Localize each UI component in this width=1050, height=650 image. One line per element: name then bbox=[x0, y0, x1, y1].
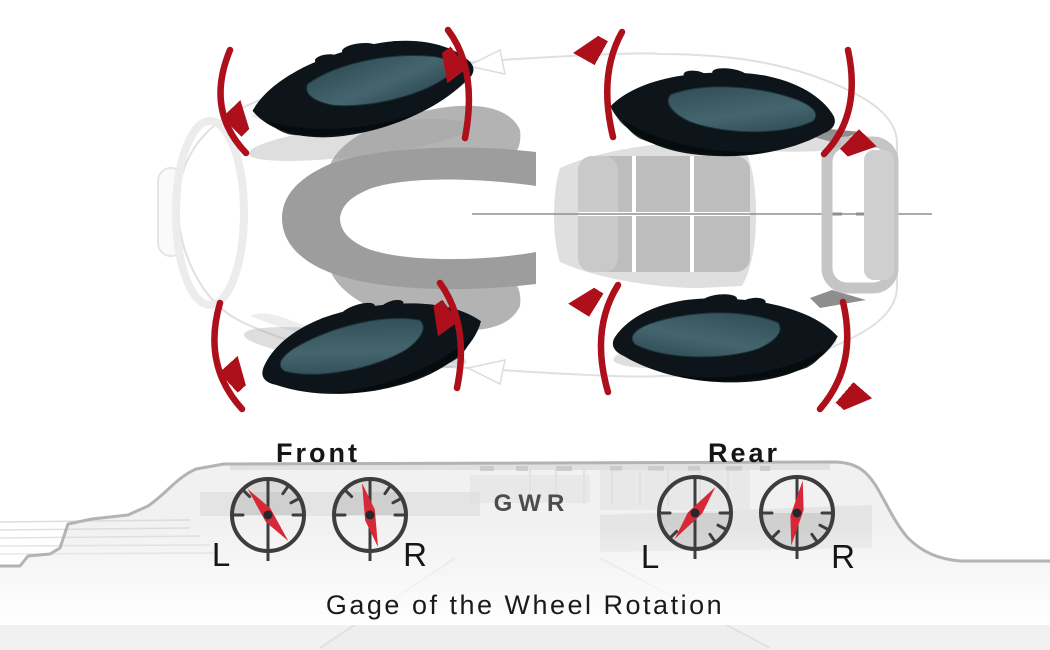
gauge-front-right bbox=[332, 477, 408, 561]
cockpit-graphic bbox=[282, 147, 536, 290]
gauge-rear-right bbox=[759, 475, 835, 559]
front-left-label: L bbox=[211, 536, 231, 573]
gauge-front-left bbox=[230, 477, 306, 561]
front-right-label: R bbox=[403, 536, 427, 573]
rear-left-label: L bbox=[640, 538, 660, 575]
backdrop-marks bbox=[480, 466, 770, 471]
backdrop-curve bbox=[0, 460, 1050, 568]
rotation-arrows bbox=[211, 26, 852, 413]
car-illustration bbox=[157, 29, 932, 426]
arrow-rear-left-up bbox=[607, 28, 626, 141]
arrow-front-right-down bbox=[211, 299, 242, 413]
arrow-rear-left-down bbox=[820, 46, 852, 154]
diagram-caption: Gage of the Wheel Rotation bbox=[325, 590, 725, 620]
arrow-rear-right-up bbox=[601, 285, 622, 396]
front-label: Front bbox=[276, 438, 360, 468]
rear-label: Rear bbox=[707, 438, 781, 468]
arrow-front-right-up bbox=[440, 279, 465, 392]
arrow-front-left-down bbox=[217, 46, 246, 157]
arrow-rear-right-down bbox=[816, 298, 847, 409]
rear-right-label: R bbox=[831, 538, 855, 575]
gwr-label: GWR bbox=[493, 490, 571, 517]
gauge-rear-left bbox=[657, 475, 733, 559]
arrow-front-left-up bbox=[448, 26, 473, 142]
